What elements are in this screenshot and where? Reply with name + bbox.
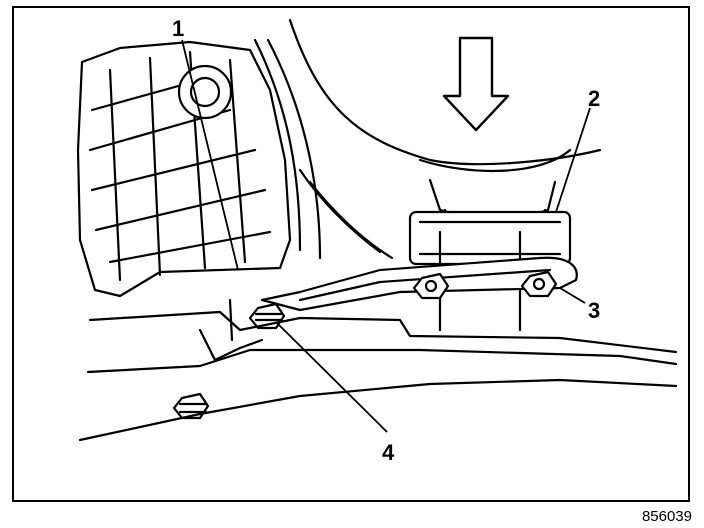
leader-lines: [181, 39, 591, 433]
callout-4: 4: [382, 440, 395, 465]
leader-line-4: [275, 321, 388, 433]
bracket-nut-left: [412, 272, 450, 300]
leader-line-2: [555, 107, 591, 213]
downward-arrow: [442, 36, 510, 132]
frame-rail-outline: [288, 18, 602, 260]
lower-bolt: [172, 392, 210, 420]
callout-1: 1: [172, 16, 184, 41]
transmission-case: [76, 38, 322, 298]
crossmember: [78, 298, 678, 442]
callout-2: 2: [588, 86, 600, 111]
callout-3: 3: [588, 298, 600, 323]
bracket-nut-right: [520, 270, 558, 298]
leader-line-3: [559, 287, 586, 304]
engine-mount: [408, 148, 572, 332]
leader-line-1: [181, 39, 239, 271]
figure-number: 856039: [641, 508, 692, 525]
